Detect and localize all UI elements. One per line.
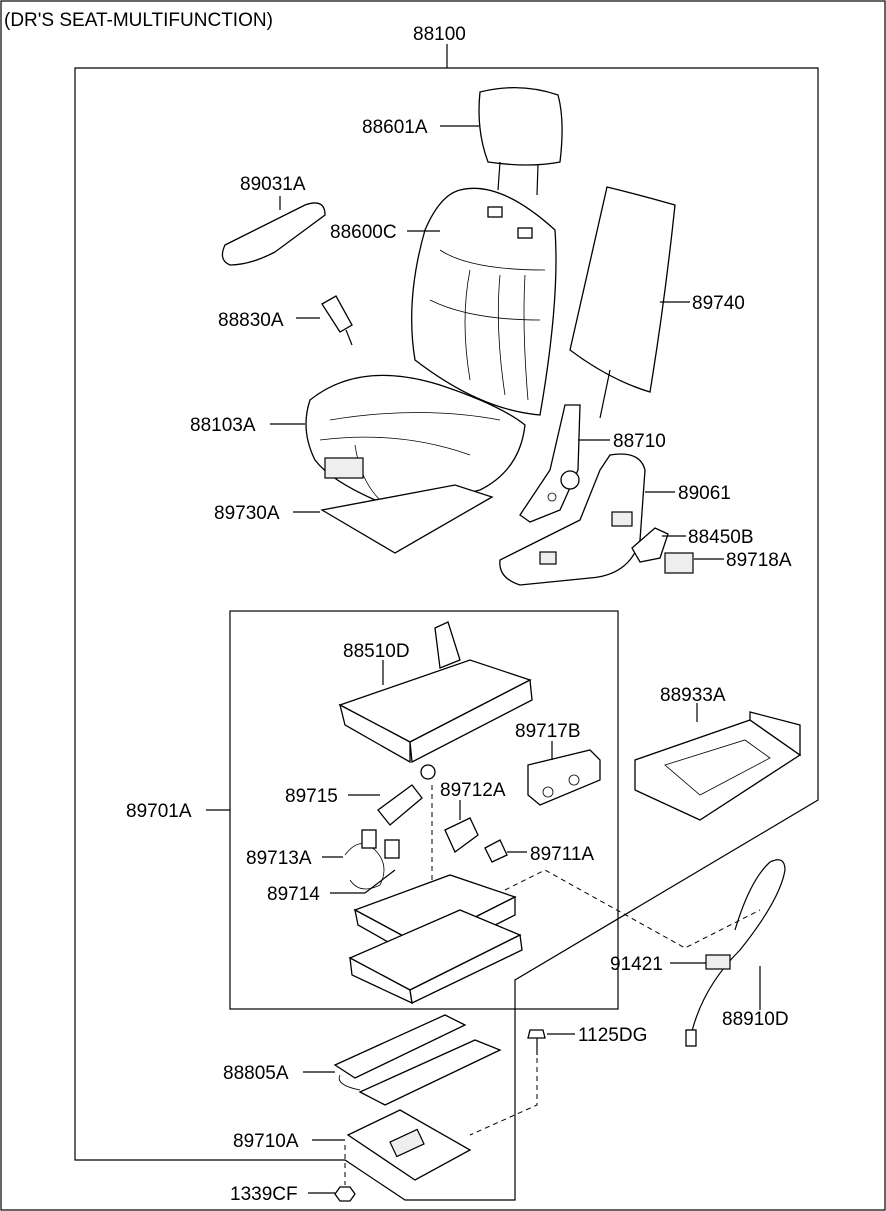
label-88933A: 88933A xyxy=(660,685,726,706)
label-89061: 89061 xyxy=(678,483,731,504)
label-89712A: 89712A xyxy=(440,780,506,801)
label-88910D: 88910D xyxy=(722,1009,789,1030)
seat-backrest xyxy=(411,187,557,416)
mounting-plate xyxy=(346,1109,472,1181)
seat-frame-lower xyxy=(348,874,523,1005)
cable xyxy=(685,859,786,1047)
seat-mat xyxy=(320,484,494,554)
diagram-title: (DR'S SEAT-MULTIFUNCTION) xyxy=(4,10,273,31)
nut xyxy=(334,1145,356,1202)
label-91421: 91421 xyxy=(610,954,663,975)
label-88100: 88100 xyxy=(413,24,466,45)
gear-unit xyxy=(431,785,479,880)
label-88450B: 88450B xyxy=(688,527,754,548)
label-89710A: 89710A xyxy=(233,1131,299,1152)
label-89711A: 89711A xyxy=(530,844,594,865)
bolt xyxy=(469,1029,546,1136)
label-88601A: 88601A xyxy=(362,117,428,138)
label-89715: 89715 xyxy=(285,786,338,807)
switch-bracket xyxy=(527,749,601,806)
label-89713A: 89713A xyxy=(246,848,312,869)
seat-belt-buckle xyxy=(321,295,353,346)
seat-rail xyxy=(333,1014,502,1106)
label-89718A: 89718A xyxy=(726,550,792,571)
wiring-harness xyxy=(344,829,400,890)
label-88805A: 88805A xyxy=(223,1063,289,1084)
label-1125DG: 1125DG xyxy=(578,1025,647,1046)
label-89031A: 89031A xyxy=(240,174,306,195)
label-89717B: 89717B xyxy=(515,721,581,742)
label-88710: 88710 xyxy=(613,431,666,452)
label-89730A: 89730A xyxy=(214,503,280,524)
label-89740: 89740 xyxy=(692,293,745,314)
assembly-frame xyxy=(74,67,819,1201)
seat-switch xyxy=(664,552,694,574)
adjust-knob xyxy=(631,527,669,563)
seat-under-cover xyxy=(634,711,802,821)
side-cover xyxy=(221,202,326,266)
motor xyxy=(377,764,436,826)
seat-cushion xyxy=(305,374,526,502)
label-89701A: 89701A xyxy=(126,801,192,822)
headrest xyxy=(478,87,563,196)
recliner xyxy=(519,404,581,523)
sensor xyxy=(484,839,508,863)
label-88103A: 88103A xyxy=(190,415,256,436)
side-shield xyxy=(499,453,646,586)
label-88510D: 88510D xyxy=(343,641,410,662)
label-89714: 89714 xyxy=(267,884,320,905)
label-88830A: 88830A xyxy=(218,310,284,331)
seat-frame-upper xyxy=(338,621,533,764)
back-panel xyxy=(569,186,676,419)
label-88600C: 88600C xyxy=(330,222,397,243)
label-1339CF: 1339CF xyxy=(230,1184,298,1205)
